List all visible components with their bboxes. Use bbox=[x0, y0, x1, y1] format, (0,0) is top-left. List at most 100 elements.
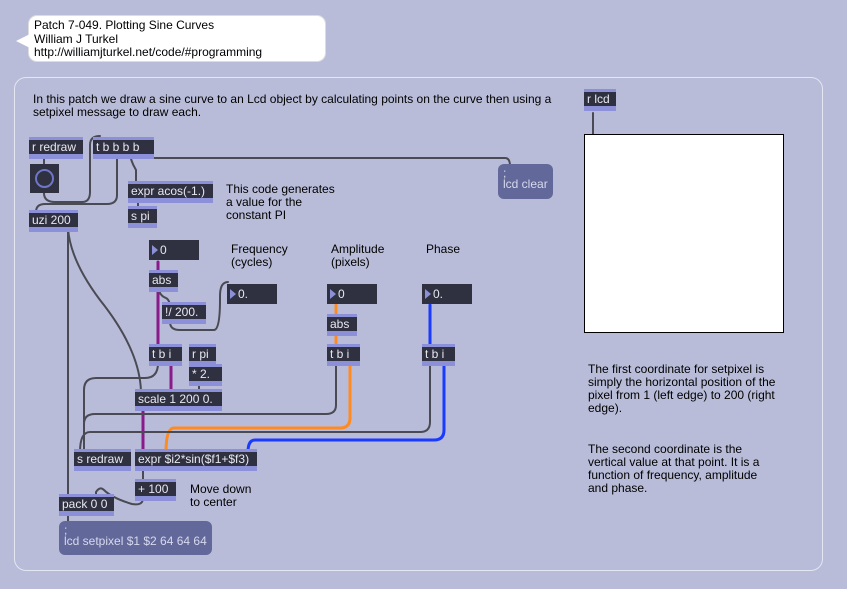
expr-sine-object[interactable]: expr $i2*sin($f1+$f3) bbox=[135, 449, 257, 471]
receive-pi-object[interactable]: r pi bbox=[189, 344, 216, 366]
number-value: 0. bbox=[238, 287, 249, 301]
phase-number-box[interactable]: 0. bbox=[422, 284, 472, 304]
intro-line-2: setpixel message to draw each. bbox=[33, 105, 202, 119]
cord-tbi-phase-expr bbox=[246, 361, 446, 454]
pack-object[interactable]: pack 0 0 bbox=[59, 494, 114, 516]
message-line: ; bbox=[503, 166, 507, 180]
r-redraw-object[interactable]: r redraw bbox=[29, 137, 83, 159]
cord-uzi-scale bbox=[67, 227, 142, 393]
move-down-line: Move down bbox=[190, 482, 252, 496]
object-label: * 2. bbox=[192, 367, 211, 381]
object-label: !/ 200. bbox=[165, 305, 199, 319]
amplitude-label-line: (pixels) bbox=[331, 255, 370, 269]
uzi-object[interactable]: uzi 200 bbox=[29, 210, 78, 232]
abs-frequency-object[interactable]: abs bbox=[149, 270, 178, 292]
pi-comment-line: This code generates bbox=[226, 182, 335, 196]
times-two-object[interactable]: * 2. bbox=[189, 364, 222, 386]
comment-line: simply the horizontal position of the bbox=[588, 375, 776, 389]
lcd-canvas[interactable] bbox=[584, 134, 784, 333]
phase-label: Phase bbox=[426, 242, 461, 256]
comment-line: vertical value at that point. It is a bbox=[588, 455, 760, 469]
lcd-setpixel-message[interactable]: ;lcd setpixel $1 $2 64 64 64 bbox=[59, 521, 212, 555]
message-line: lcd setpixel $1 $2 64 64 64 bbox=[64, 534, 207, 548]
object-label: uzi 200 bbox=[32, 213, 71, 227]
send-redraw-object[interactable]: s redraw bbox=[74, 449, 131, 471]
frequency-label-line: (cycles) bbox=[231, 255, 273, 269]
message-line: ; bbox=[64, 523, 68, 537]
cord-tbi-scale-left bbox=[83, 362, 159, 451]
number-arrow-icon bbox=[425, 289, 431, 299]
object-label: + 100 bbox=[138, 482, 169, 496]
object-label: pack 0 0 bbox=[62, 497, 108, 511]
object-label: s redraw bbox=[77, 452, 124, 466]
tbi-frequency-object[interactable]: t b i bbox=[149, 344, 182, 366]
expr-acos-object[interactable]: expr acos(-1.) bbox=[128, 181, 213, 203]
amplitude-label-line: Amplitude bbox=[331, 242, 385, 256]
comment-line: The second coordinate is the bbox=[588, 442, 743, 456]
cord-trigger-uzi bbox=[35, 151, 118, 213]
frequency-label-line: Frequency bbox=[231, 242, 288, 256]
lcd-clear-message[interactable]: ;lcd clear bbox=[498, 164, 553, 199]
cord-toggle-trigger bbox=[43, 135, 101, 203]
frequency-float-number-box[interactable]: 0. bbox=[227, 284, 277, 304]
author-line: William J Turkel bbox=[34, 31, 119, 46]
number-value: 0 bbox=[160, 243, 167, 257]
object-label: abs bbox=[330, 317, 350, 331]
intro-comment: In this patch we draw a sine curve to an… bbox=[33, 93, 551, 119]
frequency-int-number-box[interactable]: 0 bbox=[149, 240, 199, 260]
comment-line: The first coordinate for setpixel is bbox=[588, 362, 765, 376]
bang-circle-icon bbox=[35, 169, 54, 188]
object-label: r lcd bbox=[587, 92, 610, 106]
comment-line: edge). bbox=[588, 401, 623, 415]
object-label: abs bbox=[152, 273, 172, 287]
pi-comment-line: a value for the bbox=[226, 195, 303, 209]
plus-100-object[interactable]: + 100 bbox=[135, 479, 176, 501]
comment-line: function of frequency, amplitude bbox=[588, 468, 758, 482]
amplitude-label: Amplitude(pixels) bbox=[331, 243, 384, 269]
move-down-line: to center bbox=[190, 495, 237, 509]
object-label: s pi bbox=[131, 209, 150, 223]
object-label: expr $i2*sin($f1+$f3) bbox=[138, 452, 250, 466]
pi-comment-line: constant PI bbox=[226, 208, 287, 222]
tbi-phase-object[interactable]: t b i bbox=[422, 344, 455, 366]
number-arrow-icon bbox=[230, 289, 236, 299]
object-label: t b b b b bbox=[96, 140, 140, 154]
url-line: http://williamjturkel.net/code/#programm… bbox=[34, 45, 263, 59]
title-line: Patch 7-049. Plotting Sine Curves bbox=[34, 18, 215, 32]
comment-line: and phase. bbox=[588, 481, 648, 495]
cord-trigger-lcdclear bbox=[141, 151, 511, 167]
cord-tbi-amp-sredraw bbox=[83, 362, 337, 425]
comment-line: pixel from 1 (left edge) to 200 (right bbox=[588, 388, 775, 402]
object-label: t b i bbox=[425, 347, 445, 361]
object-label: r redraw bbox=[32, 140, 77, 154]
bang-button[interactable] bbox=[30, 164, 59, 193]
cord-div-float bbox=[169, 281, 229, 331]
intro-line-1: In this patch we draw a sine curve to an… bbox=[33, 92, 552, 106]
trigger-bbbb-object[interactable]: t b b b b bbox=[93, 137, 154, 159]
message-line: lcd clear bbox=[503, 177, 548, 191]
number-arrow-icon bbox=[152, 245, 158, 255]
abs-amplitude-object[interactable]: abs bbox=[327, 314, 357, 336]
frequency-label: Frequency(cycles) bbox=[231, 243, 288, 269]
object-label: t b i bbox=[152, 347, 172, 361]
scale-object[interactable]: scale 1 200 0. bbox=[135, 389, 222, 411]
object-label: r pi bbox=[192, 347, 209, 361]
number-value: 0 bbox=[338, 287, 345, 301]
number-arrow-icon bbox=[330, 289, 336, 299]
cord-tbi-phase-sredraw bbox=[79, 362, 431, 453]
object-label: scale 1 200 0. bbox=[138, 392, 213, 406]
amplitude-number-box[interactable]: 0 bbox=[327, 284, 377, 304]
number-value: 0. bbox=[433, 287, 444, 301]
tbi-amplitude-object[interactable]: t b i bbox=[327, 344, 360, 366]
receive-lcd-object[interactable]: r lcd bbox=[584, 89, 616, 111]
object-label: t b i bbox=[330, 347, 350, 361]
object-label: expr acos(-1.) bbox=[131, 184, 206, 198]
send-pi-object[interactable]: s pi bbox=[128, 206, 157, 228]
cord-tbi-amp-expr bbox=[164, 361, 352, 454]
divide-object[interactable]: !/ 200. bbox=[162, 302, 206, 324]
